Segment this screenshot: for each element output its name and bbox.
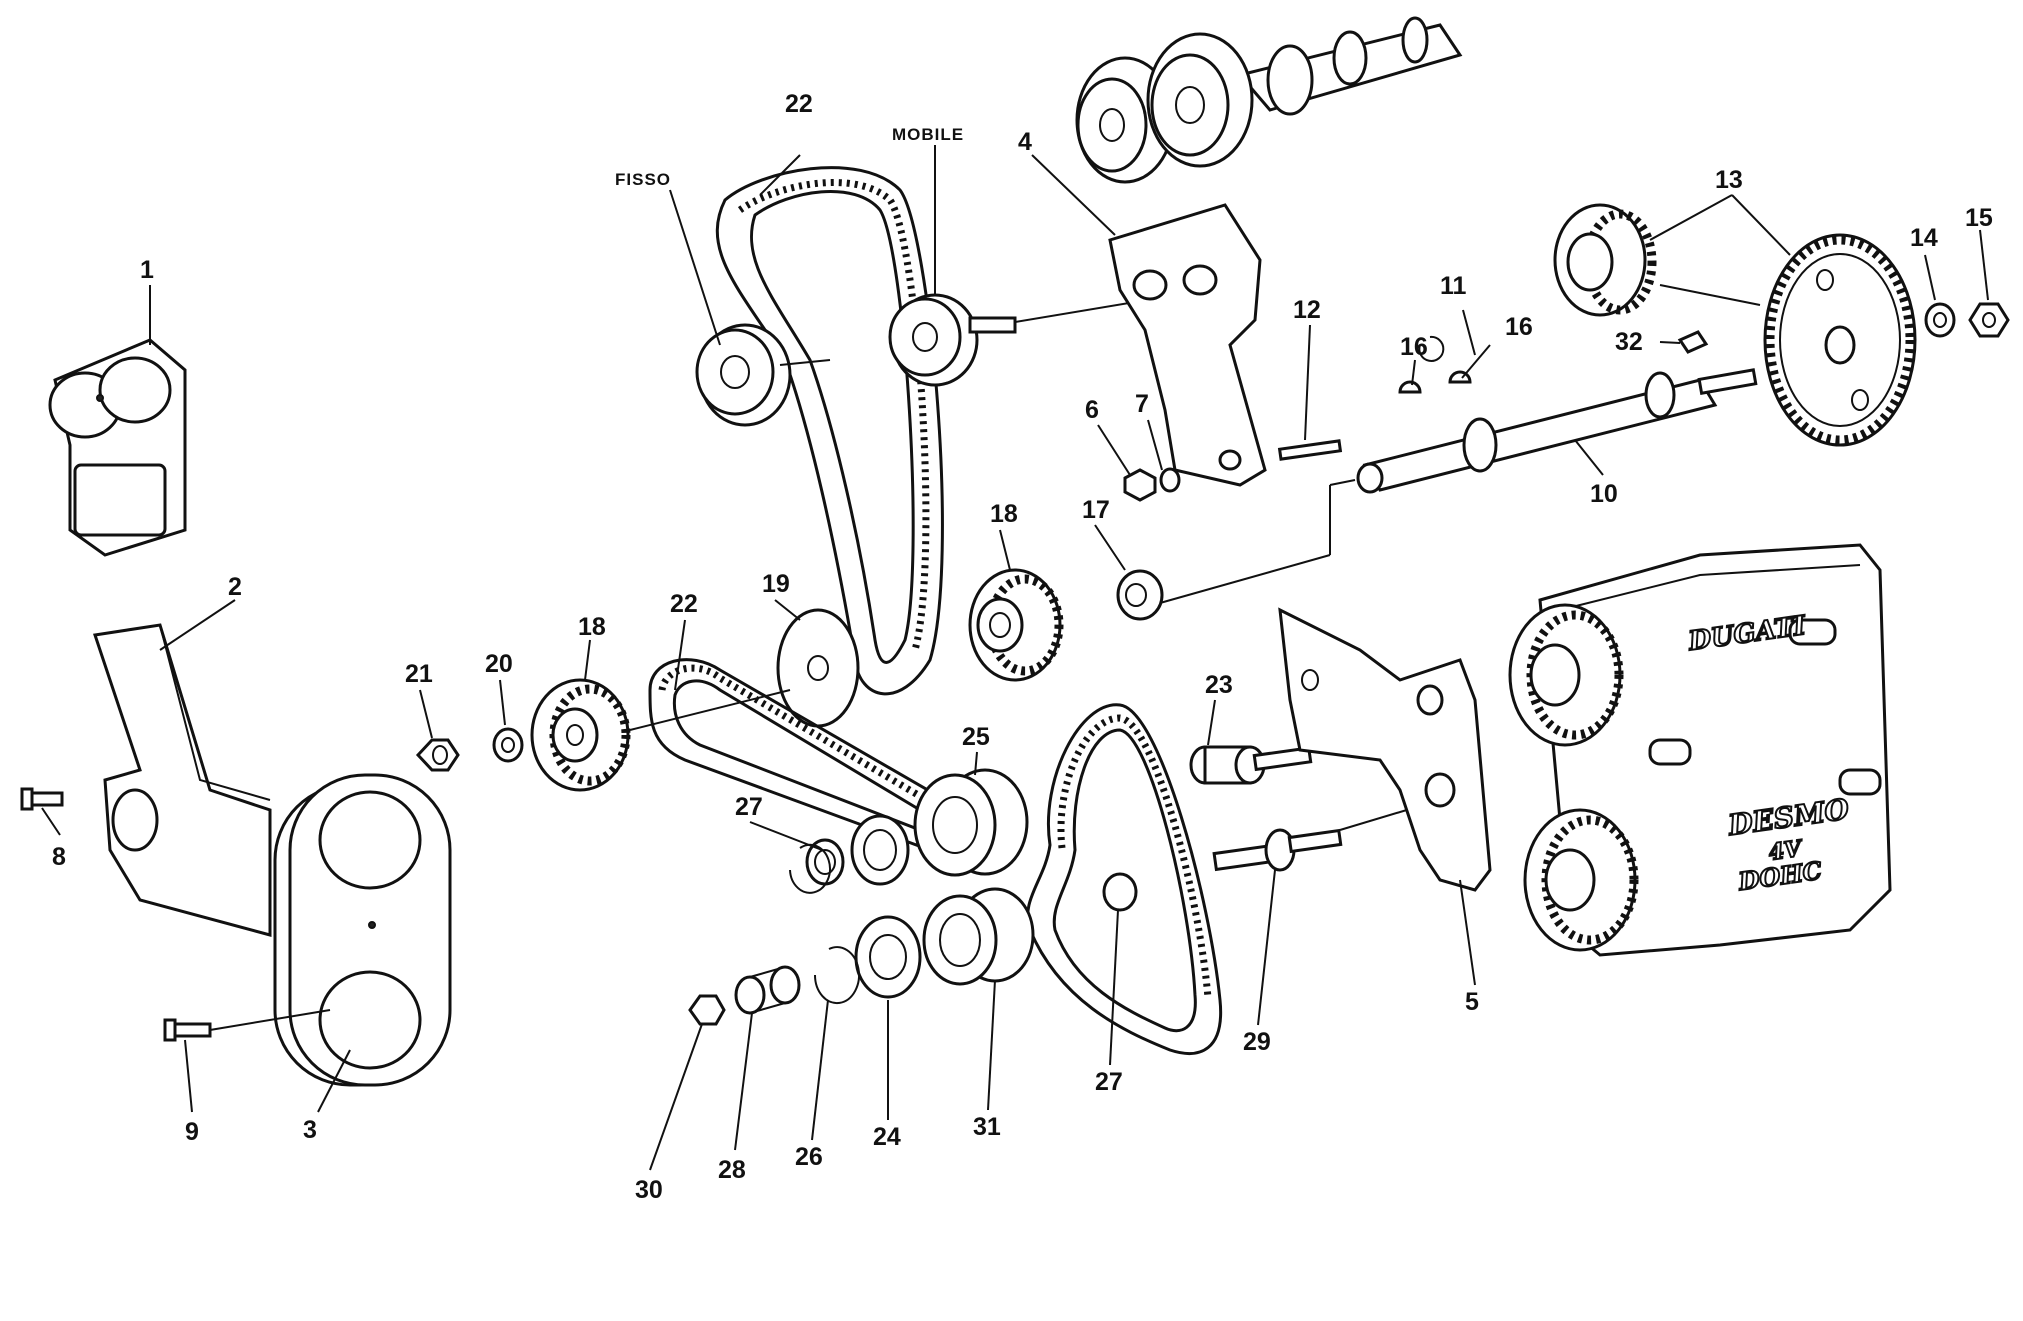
bolt-29: [1212, 799, 1441, 872]
callout-3: 3: [303, 1116, 317, 1144]
callout-6: 6: [1085, 396, 1099, 424]
callout-18b: 18: [578, 613, 606, 641]
bracket-cover: [93, 623, 272, 937]
bolt-9: [163, 1009, 331, 1042]
circlip-11: [1418, 335, 1445, 362]
callout-25: 25: [962, 723, 990, 751]
pulley-18-lower: [530, 678, 791, 792]
idler-fixed: [695, 323, 831, 427]
bushing-28: [734, 965, 801, 1015]
lower-cover: [273, 773, 452, 1087]
circlip-26: [813, 946, 860, 1005]
callout-20: 20: [485, 650, 513, 678]
key-32: [1677, 330, 1709, 354]
upper-tensioner-plate: [1108, 203, 1267, 487]
washer-20: [492, 727, 524, 763]
callout-16b: 16: [1505, 313, 1533, 341]
callout-21: 21: [405, 660, 433, 688]
stud-12: [1277, 439, 1343, 461]
callout-7: 7: [1135, 390, 1149, 418]
callout-8: 8: [52, 843, 66, 871]
label-mobile: MOBILE: [892, 125, 964, 144]
callout-numbers: 1 2 3 4 5 6 7 8 9 10 11 12 13 14 15 16 1…: [52, 90, 1993, 1204]
callout-13: 13: [1715, 166, 1743, 194]
cylinder-head-cover: DUGATI DESMO 4V DOHC: [1508, 543, 1892, 957]
circlip-27: [789, 843, 831, 894]
callout-10: 10: [1590, 480, 1618, 508]
bearing-31: [922, 887, 1035, 986]
washer-14: [1924, 302, 1956, 338]
nut-15: [1968, 302, 2010, 338]
spacer-17: [1116, 569, 1164, 621]
leader-lines: [41, 145, 1989, 1171]
bolt-8: [20, 787, 64, 811]
bolt-23: [1189, 714, 1431, 785]
callout-27b: 27: [1095, 1068, 1123, 1096]
callout-29: 29: [1243, 1028, 1271, 1056]
bearing-upper-left: [850, 814, 910, 886]
engraving-line2: 4V: [1767, 835, 1805, 866]
callout-32: 32: [1615, 328, 1643, 356]
pulley-18-upper: [968, 568, 1064, 682]
bearing-24: [854, 915, 922, 999]
camshaft-assembly: [1075, 16, 1463, 184]
callout-4: 4: [1018, 128, 1032, 156]
large-drive-gear: [1659, 233, 1917, 447]
callout-27a: 27: [735, 793, 763, 821]
callout-22b: 22: [670, 590, 698, 618]
nut-6: [1123, 468, 1157, 502]
callout-28: 28: [718, 1156, 746, 1184]
callout-24: 24: [873, 1123, 901, 1151]
washer-7: [1159, 467, 1181, 493]
callout-5: 5: [1465, 988, 1479, 1016]
callout-15: 15: [1965, 204, 1993, 232]
label-fisso: FISSO: [615, 170, 671, 189]
callout-9: 9: [185, 1118, 199, 1146]
small-drive-gear: [1553, 203, 1657, 317]
callout-31: 31: [973, 1113, 1001, 1141]
washer-19: [776, 608, 860, 728]
upper-cover: [48, 338, 187, 557]
nut-21: [415, 738, 460, 772]
callout-22a: 22: [785, 90, 813, 118]
callout-23: 23: [1205, 671, 1233, 699]
tensioner-25: [913, 768, 1029, 877]
intermediate-shaft: [1159, 359, 1856, 604]
cam-timing-belt-right: [1026, 703, 1223, 1055]
key-16a: [1398, 380, 1422, 394]
callout-1: 1: [140, 256, 154, 284]
nut-30: [688, 994, 726, 1026]
callout-14: 14: [1910, 224, 1938, 252]
callout-16a: 16: [1400, 333, 1428, 361]
callout-2: 2: [228, 573, 242, 601]
idler-movable: [888, 291, 1196, 387]
callout-19: 19: [762, 570, 790, 598]
callout-26: 26: [795, 1143, 823, 1171]
lower-tensioner-plate: [1278, 607, 1492, 892]
callout-11: 11: [1440, 272, 1467, 300]
callout-12: 12: [1293, 296, 1321, 324]
callout-17: 17: [1082, 496, 1110, 524]
callout-30: 30: [635, 1176, 663, 1204]
callout-18a: 18: [990, 500, 1018, 528]
